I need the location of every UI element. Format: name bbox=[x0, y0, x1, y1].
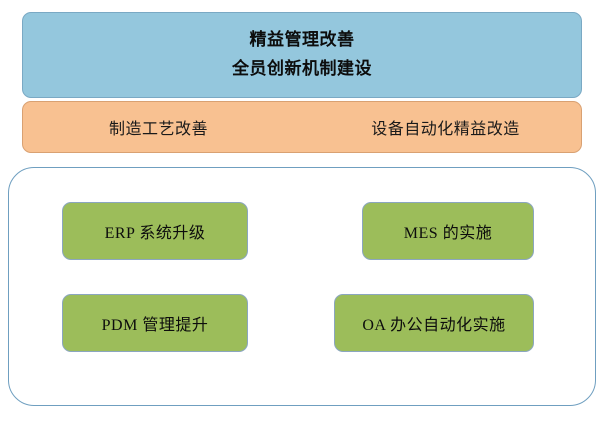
node-mes-implementation[interactable]: MES 的实施 bbox=[362, 202, 534, 260]
lean-management-banner: 精益管理改善 全员创新机制建设 bbox=[22, 12, 582, 98]
process-improvement-banner: 制造工艺改善 设备自动化精益改造 bbox=[22, 101, 582, 153]
banner-item-equipment-automation: 设备自动化精益改造 bbox=[371, 121, 520, 138]
node-pdm-management-improvement[interactable]: PDM 管理提升 bbox=[62, 294, 248, 352]
node-erp-system-upgrade[interactable]: ERP 系统升级 bbox=[62, 202, 248, 260]
banner-item-manufacturing-process: 制造工艺改善 bbox=[108, 121, 208, 138]
banner-title-line-2: 全员创新机制建设 bbox=[232, 59, 372, 78]
node-oa-office-automation[interactable]: OA 办公自动化实施 bbox=[334, 294, 534, 352]
banner-title-line-1: 精益管理改善 bbox=[249, 30, 355, 50]
